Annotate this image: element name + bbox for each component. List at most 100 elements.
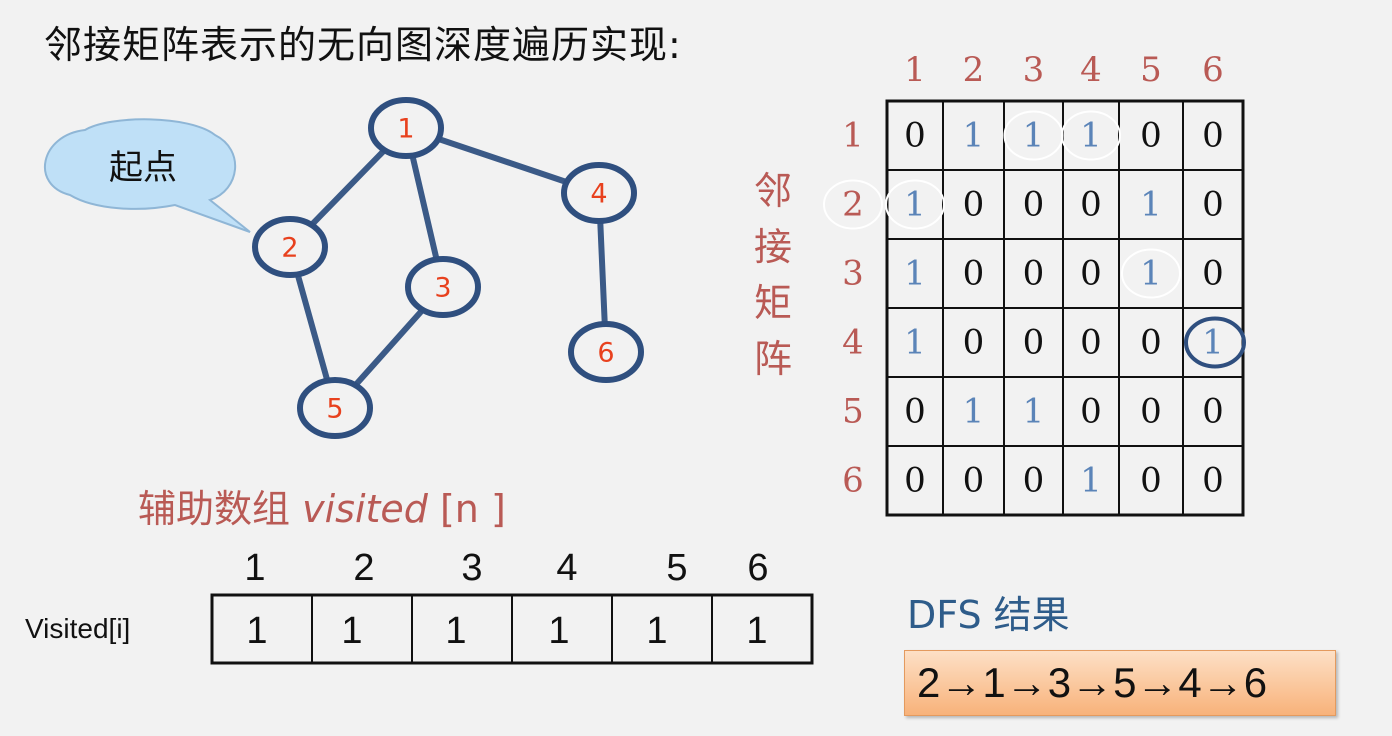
matrix-cell: 0 [904,461,926,501]
matrix-cell: 0 [1202,116,1224,156]
node-ring [297,377,373,439]
node-label: 1 [397,114,414,145]
matrix-side-char: 矩 [753,281,792,325]
matrix-cell: 0 [904,392,926,432]
node-label: 4 [590,179,607,210]
page-title: 邻接矩阵表示的无向图深度遍历实现: [44,23,682,67]
matrix-cell: 0 [1140,116,1162,156]
matrix-highlight-ring [1184,316,1246,369]
matrix-cell: 1 [1023,116,1045,156]
visited-row-label: Visited[i] [25,613,131,644]
matrix-cell: 1 [963,116,985,156]
node-3: 3 [405,256,481,318]
graph-nodes: 1 2 3 4 5 6 [252,97,644,439]
matrix-row-header: 3 [842,254,864,294]
visited-header: 2 [353,547,374,589]
visited-header: 6 [747,547,768,589]
node-4: 4 [561,162,637,224]
aux-label-prefix: 辅助数组 [138,487,303,531]
matrix-cell: 1 [1140,185,1162,225]
visited-header: 1 [244,547,265,589]
matrix-cell: 0 [963,461,985,501]
node-label: 5 [326,394,343,425]
matrix-col-header: 4 [1080,50,1102,90]
node-ring [405,256,481,318]
node-label: 2 [281,233,298,264]
matrix-highlight-ring [1061,110,1121,161]
matrix-side-char: 接 [753,225,792,269]
node-2: 2 [252,216,328,278]
matrix-cell: 0 [904,116,926,156]
matrix-cell: 0 [1140,392,1162,432]
visited-cell: 1 [646,610,667,652]
matrix-cell: 0 [1140,461,1162,501]
matrix-col-header: 2 [963,50,985,90]
visited-cell: 1 [548,610,569,652]
matrix-highlight-ring [1121,248,1181,299]
matrix-row-header: 4 [842,323,864,363]
matrix-cell: 0 [1202,254,1224,294]
aux-array-label: 辅助数组 visited [n ] [138,478,506,533]
matrix-cell: 0 [1202,461,1224,501]
matrix-cell: 0 [963,254,985,294]
callout-bubble [43,118,251,233]
matrix-row-header: 6 [842,461,864,501]
matrix-highlight-ring [885,179,945,230]
matrix-cell: 0 [1023,461,1045,501]
matrix-cell: 0 [1140,323,1162,363]
visited-cell: 1 [746,610,767,652]
graph-diagram: 起点 1 2 3 4 5 6 [43,97,644,439]
matrix-cell: 0 [1023,323,1045,363]
matrix-col-header: 3 [1023,50,1045,90]
matrix-row-header: 1 [842,116,864,156]
node-label: 6 [597,338,614,369]
node-5: 5 [297,377,373,439]
matrix-cell: 1 [1080,116,1102,156]
matrix-highlight-ring [823,179,883,230]
matrix-cell: 0 [963,185,985,225]
visited-header: 5 [666,547,687,589]
matrix-col-header: 5 [1140,50,1162,90]
matrix-cell: 0 [1023,254,1045,294]
start-callout: 起点 [43,118,251,233]
matrix-cell: 0 [1202,392,1224,432]
matrix-cell: 0 [1080,392,1102,432]
visited-header: 3 [461,547,482,589]
matrix-row-header: 2 [842,185,864,225]
visited-cell: 1 [445,610,466,652]
matrix-row-header: 5 [842,392,864,432]
matrix-cell: 0 [1080,185,1102,225]
matrix-cell: 1 [963,392,985,432]
aux-label-var: visited [302,487,428,531]
matrix-cell: 1 [904,254,926,294]
visited-cell: 1 [246,610,267,652]
matrix-col-header: 1 [904,50,926,90]
aux-label-suffix: [n ] [427,487,506,531]
matrix-cell: 1 [1023,392,1045,432]
node-1: 1 [368,97,444,159]
matrix-cell: 1 [1202,323,1224,363]
matrix-side-label: 邻接矩阵 [748,163,798,387]
matrix-side-char: 邻 [753,169,792,213]
callout-text: 起点 [109,148,177,188]
node-ring [252,216,328,278]
node-label: 3 [434,273,451,304]
matrix-col-header: 6 [1202,50,1224,90]
matrix-cell: 1 [1080,461,1102,501]
node-6: 6 [568,321,644,383]
matrix-side-char: 阵 [753,337,792,381]
matrix-cell: 0 [963,323,985,363]
matrix-cell: 0 [1023,185,1045,225]
visited-cell: 1 [341,610,362,652]
dfs-result: 2→1→3→5→4→6 [904,650,1336,716]
dfs-title: DFS 结果 [907,593,1070,637]
node-ring [568,321,644,383]
node-ring [561,162,637,224]
matrix-cell: 0 [1080,254,1102,294]
matrix-cell: 1 [904,185,926,225]
node-ring [368,97,444,159]
matrix-cell: 1 [904,323,926,363]
matrix-cell: 0 [1080,323,1102,363]
